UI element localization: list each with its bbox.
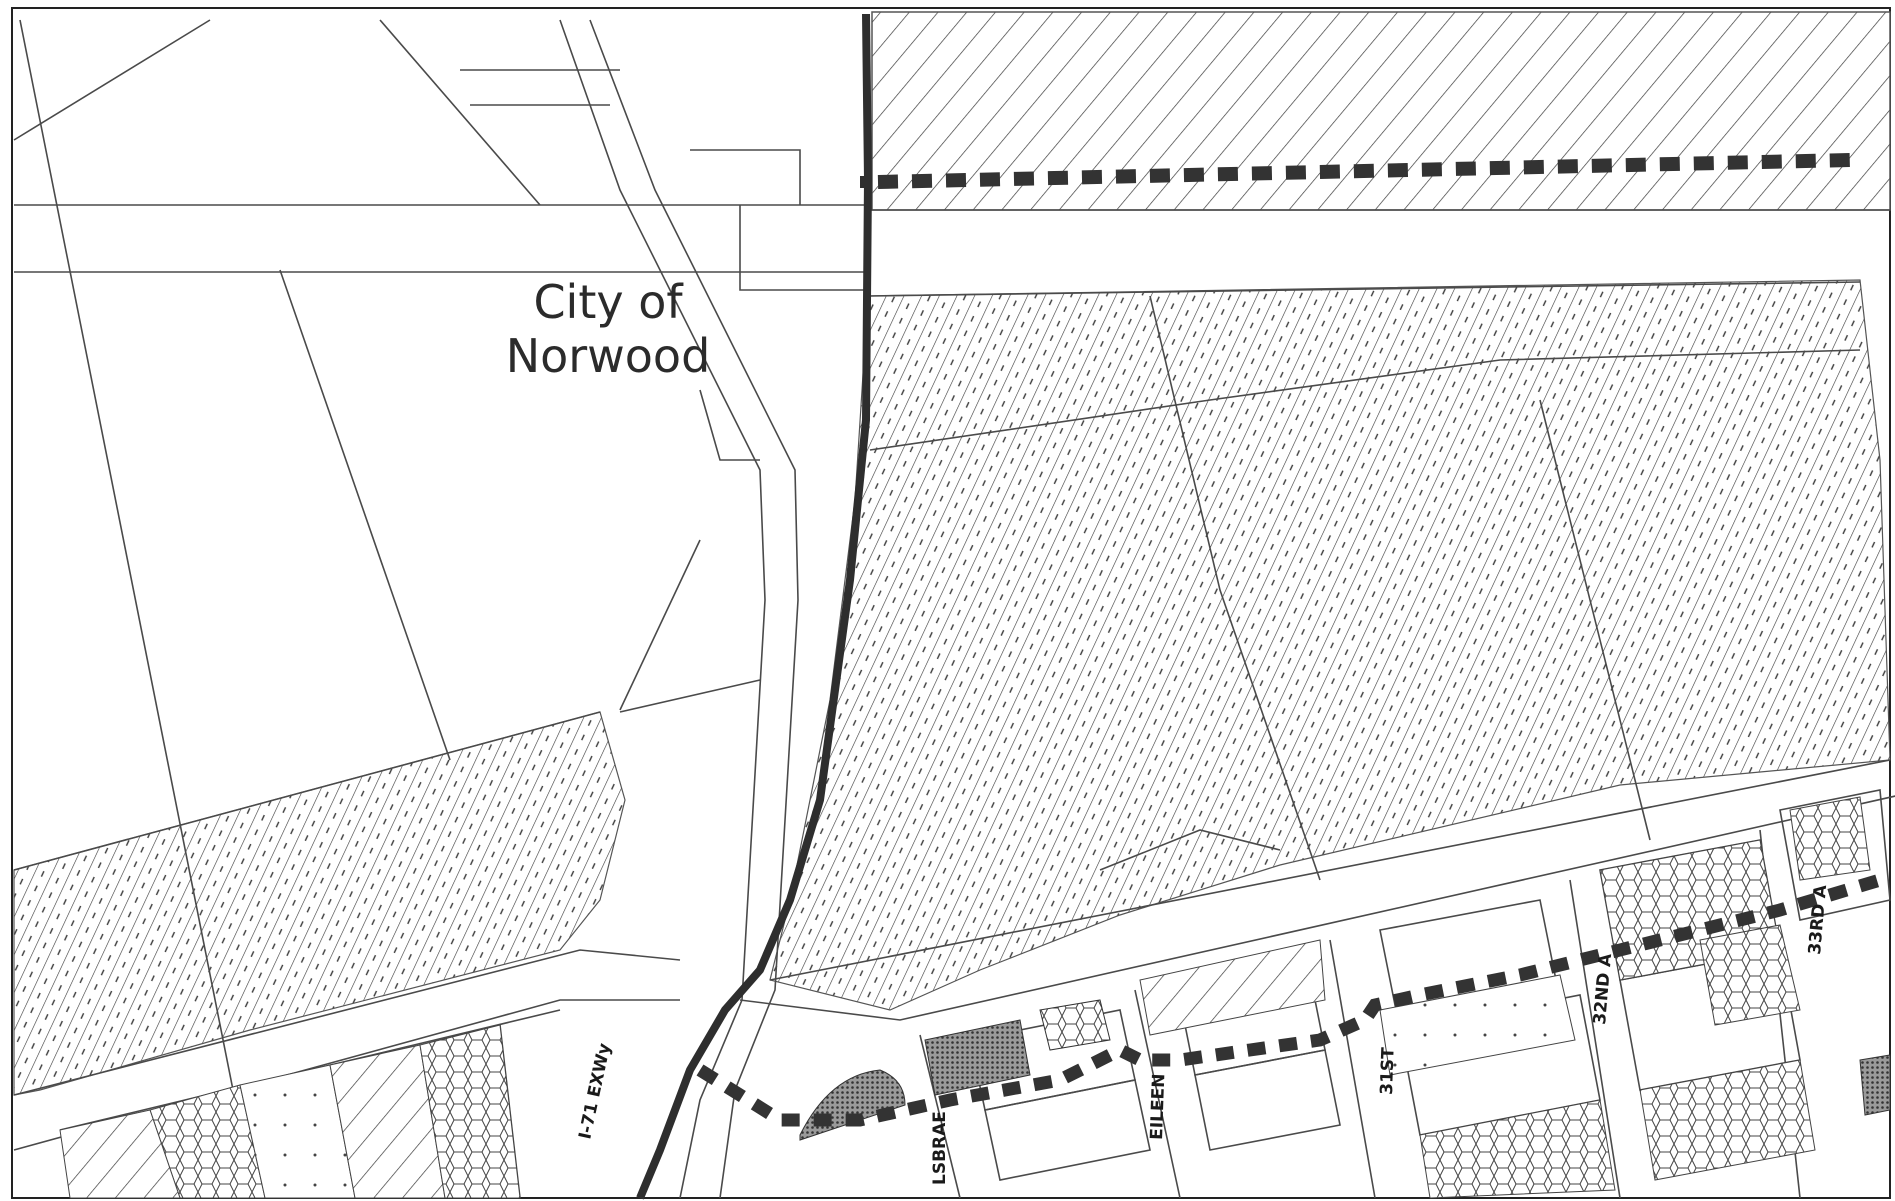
zone-central <box>769 279 1891 1011</box>
lot-hex-6 <box>1699 924 1801 1026</box>
street-label-eileen: EILEEN <box>1147 1073 1169 1140</box>
lot-diag-3 <box>1139 939 1326 1036</box>
route-line-south <box>696 873 1882 1127</box>
street-label-lsbrae: LSBRAE <box>930 1111 950 1185</box>
lot-hex-3 <box>1039 999 1111 1051</box>
lot-diag-2 <box>59 1109 181 1199</box>
lot-hex-8 <box>1789 796 1871 881</box>
place-label-line2: Norwood <box>506 329 711 383</box>
lot-hex-4 <box>1419 1099 1616 1199</box>
lot-hex-2 <box>419 1024 521 1199</box>
street-label-31st: 31ST <box>1377 1047 1399 1096</box>
lot-dense-3 <box>1859 1054 1891 1116</box>
route-line-north <box>877 153 1851 189</box>
lot-hex-7 <box>1639 1059 1816 1181</box>
lot-dense-2 <box>924 1019 1031 1096</box>
municipal-boundary <box>636 13 873 1200</box>
place-label-line1: City of <box>533 275 684 329</box>
lot-sparse-2 <box>1379 974 1576 1076</box>
